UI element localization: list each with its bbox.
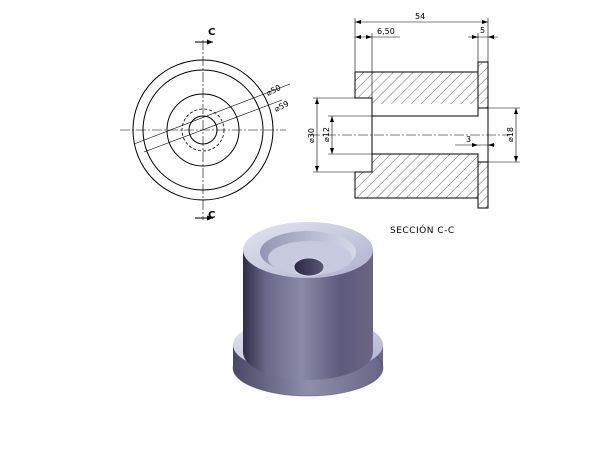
dim-counterbore-depth: 6,50 xyxy=(377,27,395,36)
dim-outer: ⌀59 xyxy=(273,99,290,114)
cutting-plane-top xyxy=(195,39,213,45)
through-hole xyxy=(294,258,324,276)
front-view: C C ⌀50 ⌀59 xyxy=(120,27,290,221)
leader-outer xyxy=(133,83,291,145)
cutting-plane-bottom xyxy=(195,215,213,221)
dim-through-hole: ⌀12 xyxy=(322,127,331,142)
leader-flange xyxy=(143,99,283,153)
dim-flange: ⌀50 xyxy=(265,83,282,98)
cut-label-bottom: C xyxy=(208,210,215,221)
isometric-solid xyxy=(232,222,384,397)
dim-flange-thickness: 5 xyxy=(480,26,485,35)
dim-recess-depth: 3 xyxy=(466,135,471,144)
cylinder-side xyxy=(243,250,373,380)
dim-recess-dia: ⌀18 xyxy=(506,127,515,142)
dim-total-length: 54 xyxy=(415,12,425,21)
section-title: SECCIÓN C-C xyxy=(390,224,455,236)
cut-label-top: C xyxy=(208,27,215,38)
section-view: 54 6,50 5 ⌀30 ⌀12 ⌀18 3 SECCIÓ xyxy=(307,12,520,236)
dim-counterbore-dia: ⌀30 xyxy=(307,128,316,143)
